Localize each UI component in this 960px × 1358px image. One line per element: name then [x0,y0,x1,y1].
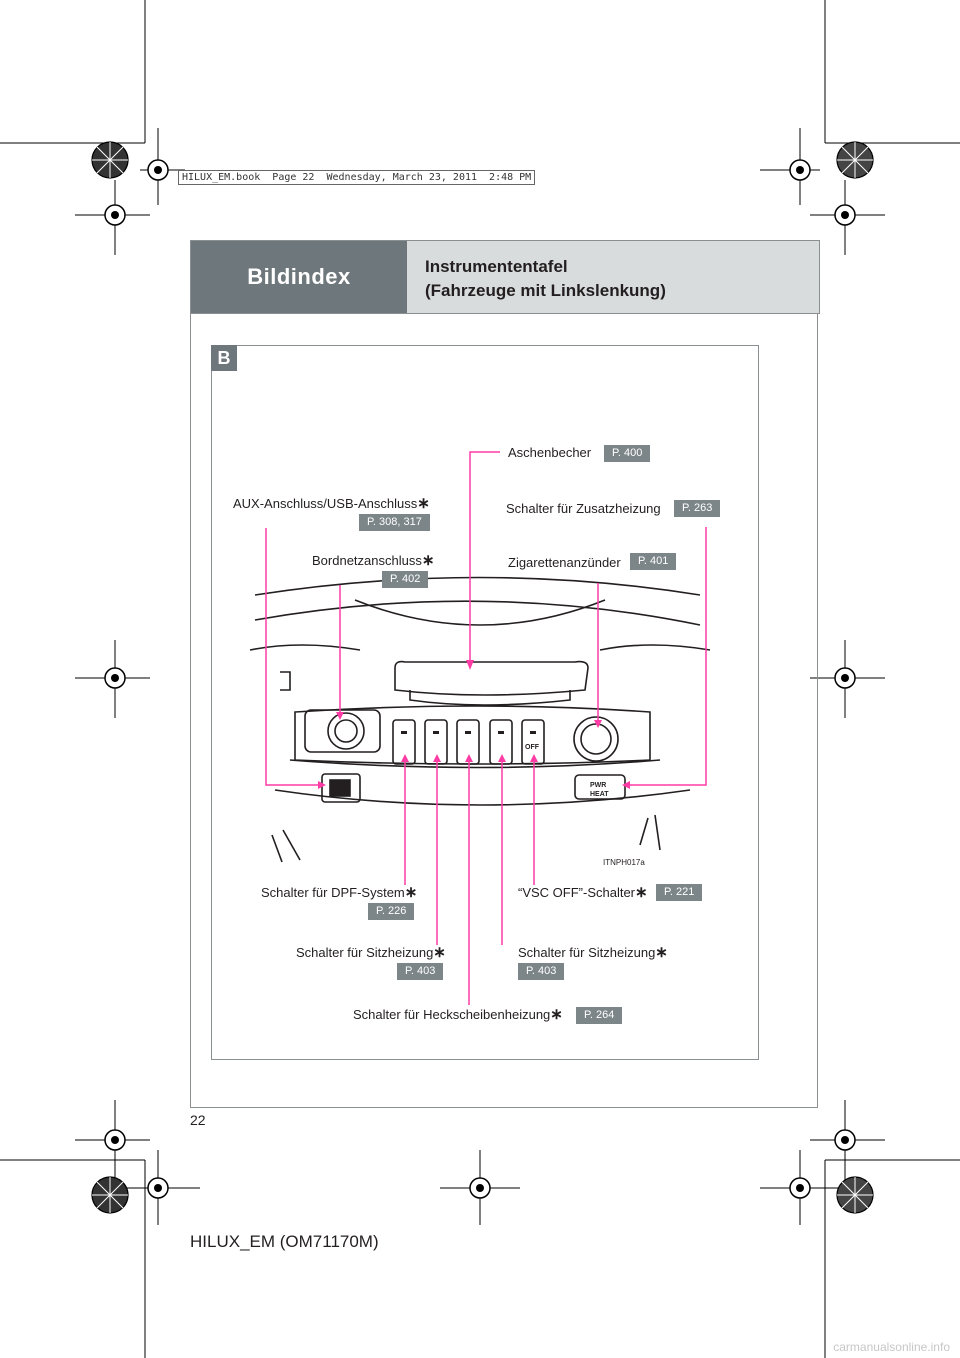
callout-dpf: Schalter für DPF-System∗ [261,884,418,901]
callout-sitzheizung-right: Schalter für Sitzheizung∗ [518,944,668,961]
watermark: carmanualsonline.info [833,1340,950,1354]
pwr-switch-label: PWR [590,782,607,789]
callout-sitzheizung-left: Schalter für Sitzheizung∗ [296,944,446,961]
page-ref-sitzheizung-left[interactable]: P. 403 [397,963,444,980]
heat-switch-label: HEAT [590,791,609,798]
callout-aschenbecher: Aschenbecher [508,445,592,460]
callout-heckscheibe: Schalter für Heckscheibenheizung∗ [353,1006,563,1023]
illustration-frame [211,345,759,1060]
figure-code: ITNPH017a [603,858,645,867]
book-info-line: HILUX_EM.book Page 22 Wednesday, March 2… [178,170,536,185]
page-ref-heckscheibe[interactable]: P. 264 [576,1007,623,1024]
page-number: 22 [190,1112,206,1128]
page-ref-zigarette[interactable]: P. 401 [630,553,677,570]
callout-bordnetz: Bordnetzanschluss∗ [312,552,435,569]
page-ref-aux[interactable]: P. 308, 317 [359,514,430,531]
callout-zusatzheizung: Schalter für Zusatzheizung [506,501,661,516]
callout-aux: AUX-Anschluss/USB-Anschluss∗ [233,495,430,512]
callout-zigarette: Zigarettenanzünder [508,555,621,570]
footer-model-code: HILUX_EM (OM71170M) [190,1232,379,1251]
callout-vsc: “VSC OFF”-Schalter∗ [518,884,648,901]
page-header: Bildindex Instrumententafel (Fahrzeuge m… [190,240,820,314]
page-ref-aschenbecher[interactable]: P. 400 [604,445,651,462]
header-subtitle-line1: Instrumententafel [425,257,568,276]
page-ref-dpf[interactable]: P. 226 [368,903,415,920]
page-ref-zusatzheizung[interactable]: P. 263 [674,500,721,517]
page-ref-bordnetz[interactable]: P. 402 [382,571,429,588]
header-subtitle-line2: (Fahrzeuge mit Linkslenkung) [425,281,666,300]
page-ref-vsc[interactable]: P. 221 [656,884,703,901]
vsc-switch-label: OFF [525,744,539,751]
page-ref-sitzheizung-right[interactable]: P. 403 [518,963,565,980]
header-title: Bildindex [191,241,407,313]
header-subtitle: Instrumententafel (Fahrzeuge mit Linksle… [407,241,819,313]
section-badge: B [211,345,237,371]
